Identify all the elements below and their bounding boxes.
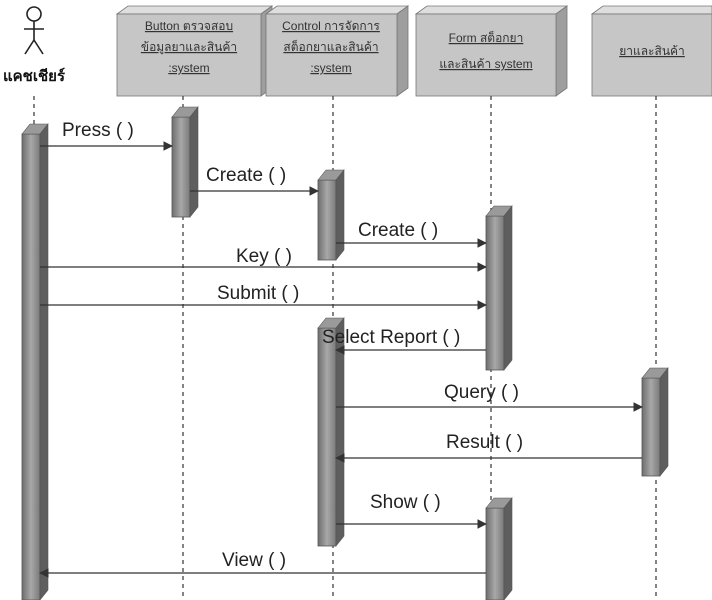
object-label-line: สต็อกยาและสินค้า (283, 39, 378, 54)
actor-cashier: แคชเชียร์ (3, 6, 66, 85)
stick-figure-icon (24, 6, 44, 55)
object-label-line: Control การจัดการ (282, 19, 380, 33)
message-label-submit: Submit ( ) (217, 283, 299, 304)
object-control-stock: Control การจัดการ สต็อกยาและสินค้า :syst… (264, 5, 410, 97)
activation-form-1 (485, 205, 513, 371)
activation-button (171, 106, 199, 218)
messages (39, 141, 643, 578)
object-label-line: ข้อมูลยาและสินค้า (141, 40, 237, 55)
message-label-show: Show ( ) (370, 492, 441, 513)
object-label-line: :system (310, 61, 351, 75)
message-label-query: Query ( ) (444, 382, 519, 403)
object-form-stock: Form สต็อกยา และสินค้า system (414, 5, 569, 97)
activation-drugs-products (641, 367, 669, 477)
message-label-key: Key ( ) (236, 246, 292, 267)
object-label-line: :system (168, 61, 209, 75)
message-label-view: View ( ) (222, 550, 286, 571)
actor-label: แคชเชียร์ (3, 67, 66, 85)
message-label-select-report: Select Report ( ) (322, 327, 460, 348)
object-button-check: Button ตรวจสอบ ข้อมูลยาและสินค้า :system (115, 5, 274, 97)
activation-cashier (21, 123, 49, 600)
activation-control-2 (317, 317, 345, 547)
object-label-line: ยาและสินค้า (619, 44, 685, 58)
activation-form-2 (485, 497, 513, 600)
message-label-result: Result ( ) (446, 432, 523, 453)
activation-control-1 (317, 169, 345, 261)
object-label-line: และสินค้า system (439, 57, 532, 71)
object-label-line: Form สต็อกยา (449, 30, 524, 45)
message-label-press: Press ( ) (62, 120, 134, 141)
message-label-create-control: Create ( ) (206, 165, 286, 186)
message-labels: Press ( ) Create ( ) Create ( ) Key ( ) … (62, 120, 523, 571)
object-label-line: Button ตรวจสอบ (145, 19, 233, 33)
message-label-create-form: Create ( ) (358, 220, 438, 241)
object-drugs-products: ยาและสินค้า (590, 5, 712, 97)
